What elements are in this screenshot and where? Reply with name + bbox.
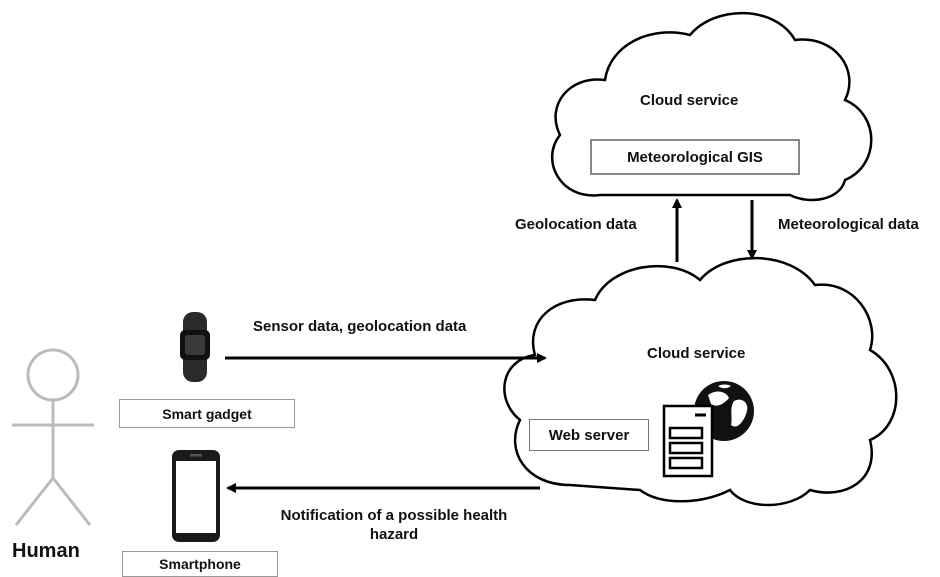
geolocation-data-label: Geolocation data (515, 216, 637, 233)
main-cloud-title: Cloud service (647, 345, 746, 362)
smartwatch-icon (180, 312, 210, 382)
smartphone-icon (172, 450, 220, 542)
notification-label-line2: hazard (369, 526, 419, 543)
top-cloud-title: Cloud service (640, 92, 739, 109)
notification-label-line1: Notification of a possible health (280, 507, 508, 524)
smart-gadget-label: Smart gadget (119, 399, 295, 428)
meteorological-data-label: Meteorological data (778, 216, 919, 233)
human-label: Human (12, 540, 80, 562)
smartphone-label: Smartphone (122, 551, 278, 577)
web-server-box: Web server (529, 419, 649, 451)
meteorological-gis-box: Meteorological GIS (590, 139, 800, 175)
server-icon (662, 404, 714, 478)
stick-figure-icon (12, 348, 94, 526)
sensor-data-label: Sensor data, geolocation data (253, 318, 467, 335)
